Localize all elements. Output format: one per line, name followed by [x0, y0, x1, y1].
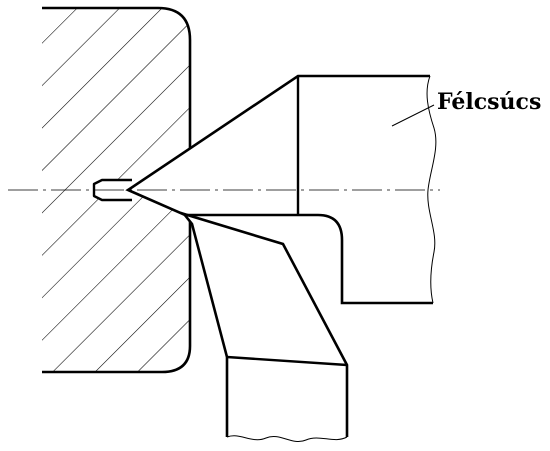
- cutting-tool: [180, 211, 349, 442]
- half-center-body: [125, 74, 433, 305]
- cutting-tool-break-line: [226, 435, 348, 442]
- label-half-center: Félcsúcs: [437, 89, 541, 115]
- half-center-break-line: [426, 75, 437, 304]
- label-leader-line: [391, 104, 435, 127]
- half-center: [125, 74, 437, 305]
- cutting-tool-body: [180, 211, 349, 437]
- cutting-tool-edge-line: [226, 355, 348, 367]
